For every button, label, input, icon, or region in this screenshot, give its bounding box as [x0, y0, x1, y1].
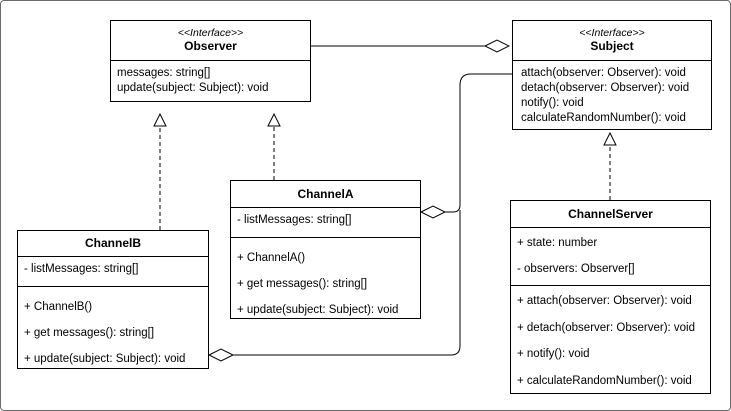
realization-arrowhead-channelserver: [603, 131, 617, 146]
channelb-class-box: ChannelB - listMessages: string[] + Chan…: [17, 230, 209, 369]
observer-interface-box: <<Interface>> Observer messages: string[…: [110, 20, 311, 102]
aggregation-diamond-subject: [483, 39, 511, 53]
channelserver-method: + detach(observer: Observer): void: [517, 321, 696, 334]
channela-name: ChannelA: [297, 186, 354, 201]
channela-method: + ChannelA(): [237, 252, 306, 264]
channelb-methods: + ChannelB() + get messages(): string[] …: [18, 287, 208, 372]
channela-subject-aggregation-line: [445, 73, 512, 213]
channelserver-method: + calculateRandomNumber(): void: [517, 374, 692, 387]
channelserver-header: ChannelServer: [511, 201, 710, 228]
observer-name: Observer: [184, 39, 237, 53]
channelb-header: ChannelB: [18, 231, 208, 257]
channelserver-methods: + attach(observer: Observer): void + det…: [511, 286, 710, 394]
channelb-name: ChannelB: [84, 236, 141, 250]
subject-member: notify(): void: [521, 97, 584, 109]
realization-arrowhead-channelb: [153, 112, 167, 127]
channelb-method: + get messages(): string[]: [24, 327, 155, 339]
channela-header: ChannelA: [231, 181, 420, 208]
channelserver-name: ChannelServer: [568, 206, 653, 221]
channelb-attributes: - listMessages: string[]: [18, 257, 208, 287]
channela-method: + update(subject: Subject): void: [237, 304, 399, 316]
channelserver-method: + notify(): void: [517, 348, 590, 360]
aggregation-diamond-channela: [419, 205, 447, 219]
observer-member: update(subject: Subject): void: [117, 82, 269, 94]
channela-methods: + ChannelA() + get messages(): string[] …: [231, 238, 420, 323]
aggregation-diamond-channelb: [207, 348, 235, 362]
subject-name: Subject: [590, 39, 634, 53]
subject-interface-box: <<Interface>> Subject attach(observer: O…: [512, 20, 712, 130]
channela-attribute: - listMessages: string[]: [237, 214, 352, 226]
channelserver-method: + attach(observer: Observer): void: [517, 295, 692, 307]
channelb-subject-aggregation-line: [233, 210, 461, 356]
channelserver-attributes: + state: number - observers: Observer[]: [511, 228, 710, 286]
channela-attributes: - listMessages: string[]: [231, 208, 420, 238]
subject-member: detach(observer: Observer): void: [521, 82, 690, 94]
realization-arrowhead-channela: [267, 112, 281, 127]
observer-stereotype: <<Interface>>: [177, 27, 244, 39]
subject-member: calculateRandomNumber(): void: [521, 112, 686, 124]
observer-member: messages: string[]: [117, 67, 211, 79]
subject-header: <<Interface>> Subject: [513, 21, 711, 61]
channelb-method: + ChannelB(): [24, 301, 93, 313]
subject-member: attach(observer: Observer): void: [521, 67, 686, 79]
observer-header: <<Interface>> Observer: [111, 21, 310, 61]
channelb-attribute: - listMessages: string[]: [24, 263, 139, 275]
subject-members: attach(observer: Observer): void detach(…: [513, 61, 711, 126]
channela-method: + get messages(): string[]: [237, 278, 368, 290]
subject-stereotype: <<Interface>>: [579, 27, 645, 39]
channelserver-attribute: - observers: Observer[]: [517, 263, 635, 275]
channelb-method: + update(subject: Subject): void: [24, 353, 186, 365]
channelserver-class-box: ChannelServer + state: number - observer…: [510, 200, 711, 394]
channelserver-attribute: + state: number: [517, 237, 598, 249]
observer-members: messages: string[] update(subject: Subje…: [111, 61, 310, 96]
channela-class-box: ChannelA - listMessages: string[] + Chan…: [230, 180, 421, 319]
